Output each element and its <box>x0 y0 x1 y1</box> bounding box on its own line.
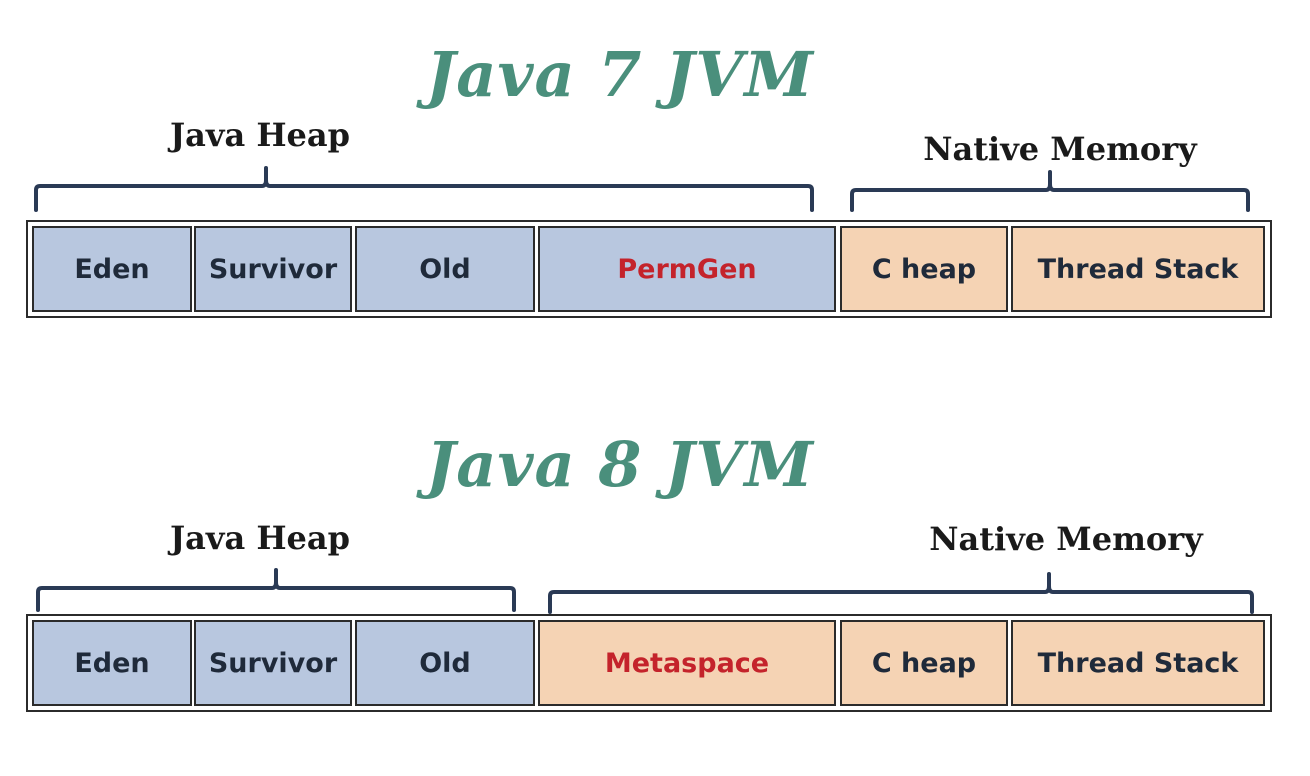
java7-title: Java 7 JVM <box>425 38 815 111</box>
java8-survivor-label: Survivor <box>208 647 338 679</box>
java7-memory-bar: Eden Survivor Old PermGen C heap Thread … <box>26 220 1272 318</box>
java7-old-label: Old <box>419 253 471 285</box>
java8-metaspace-segment: Metaspace <box>538 620 836 706</box>
java7-survivor-segment: Survivor <box>194 226 352 312</box>
java8-heap-label: Java Heap <box>169 519 351 557</box>
java8-old-label: Old <box>419 647 471 679</box>
java8-cheap-label: C heap <box>871 647 977 679</box>
java8-memory-bar: Eden Survivor Old Metaspace C heap Threa… <box>26 614 1272 712</box>
java8-thread-stack-label: Thread Stack <box>1037 647 1239 679</box>
java8-old-segment: Old <box>355 620 535 706</box>
java8-eden-label: Eden <box>74 647 150 679</box>
java8-thread-stack-segment: Thread Stack <box>1011 620 1265 706</box>
java8-title: Java 8 JVM <box>425 428 815 501</box>
java7-thread-stack-label: Thread Stack <box>1037 253 1239 285</box>
java7-permgen-label: PermGen <box>617 253 757 285</box>
java7-native-label: Native Memory <box>923 130 1197 168</box>
java7-cheap-label: C heap <box>871 253 977 285</box>
java7-cheap-segment: C heap <box>840 226 1008 312</box>
java7-eden-segment: Eden <box>32 226 192 312</box>
java8-metaspace-label: Metaspace <box>604 647 770 679</box>
java7-heap-label: Java Heap <box>169 116 351 154</box>
java7-survivor-label: Survivor <box>208 253 338 285</box>
java7-eden-label: Eden <box>74 253 150 285</box>
java8-cheap-segment: C heap <box>840 620 1008 706</box>
java7-permgen-segment: PermGen <box>538 226 836 312</box>
java8-eden-segment: Eden <box>32 620 192 706</box>
java8-native-label: Native Memory <box>929 520 1203 558</box>
java8-survivor-segment: Survivor <box>194 620 352 706</box>
java7-thread-stack-segment: Thread Stack <box>1011 226 1265 312</box>
java7-old-segment: Old <box>355 226 535 312</box>
